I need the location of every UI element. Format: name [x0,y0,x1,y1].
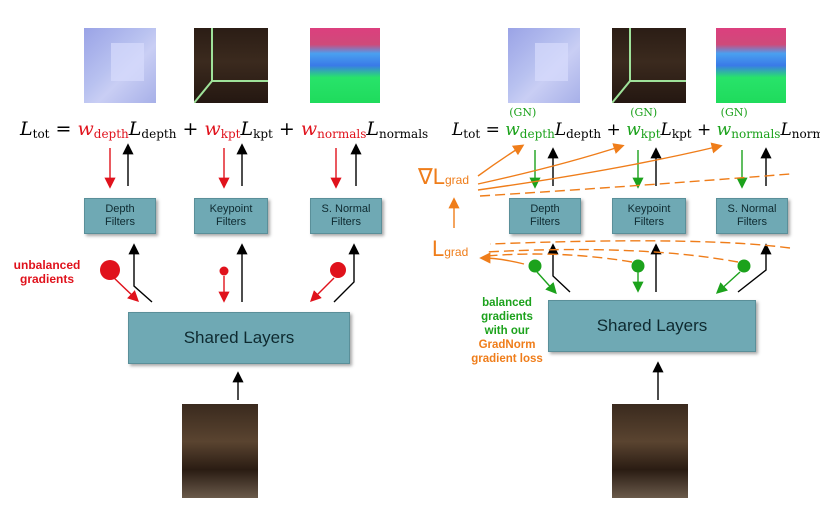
gradient-dot-depth-left [100,260,120,280]
balanced-gradients-label: balanced gradients with our GradNorm gra… [471,297,543,365]
gradient-dot-depth-right [528,259,542,273]
shared-layers-box-right: Shared Layers [548,300,756,352]
gradient-dot-normals-left [330,262,346,278]
gradient-dot-normals-right [737,259,751,273]
normals-output-image-right [716,28,786,103]
keypoint-output-image-right [612,28,686,103]
shared-layers-box-left: Shared Layers [128,312,350,364]
input-image-left [182,404,258,498]
gradient-dot-kpt-left [219,266,229,276]
depth-output-image-right [508,28,580,103]
input-image-right [612,404,688,498]
gradient-dot-kpt-right [631,259,645,273]
lgrad-label: Lgrad [432,236,469,261]
loss-equation-left: Ltot = wdepthLdepth + wkptLkpt + wnormal… [20,118,429,141]
loss-equation-right: Ltot = (GN)wdepthLdepth + (GN)wkptLkpt +… [452,106,820,141]
depth-output-image-left [84,28,156,103]
nabla-lgrad-label: ∇Lgrad [418,164,469,189]
keypoint-output-image-left [194,28,268,103]
normals-output-image-left [310,28,380,103]
